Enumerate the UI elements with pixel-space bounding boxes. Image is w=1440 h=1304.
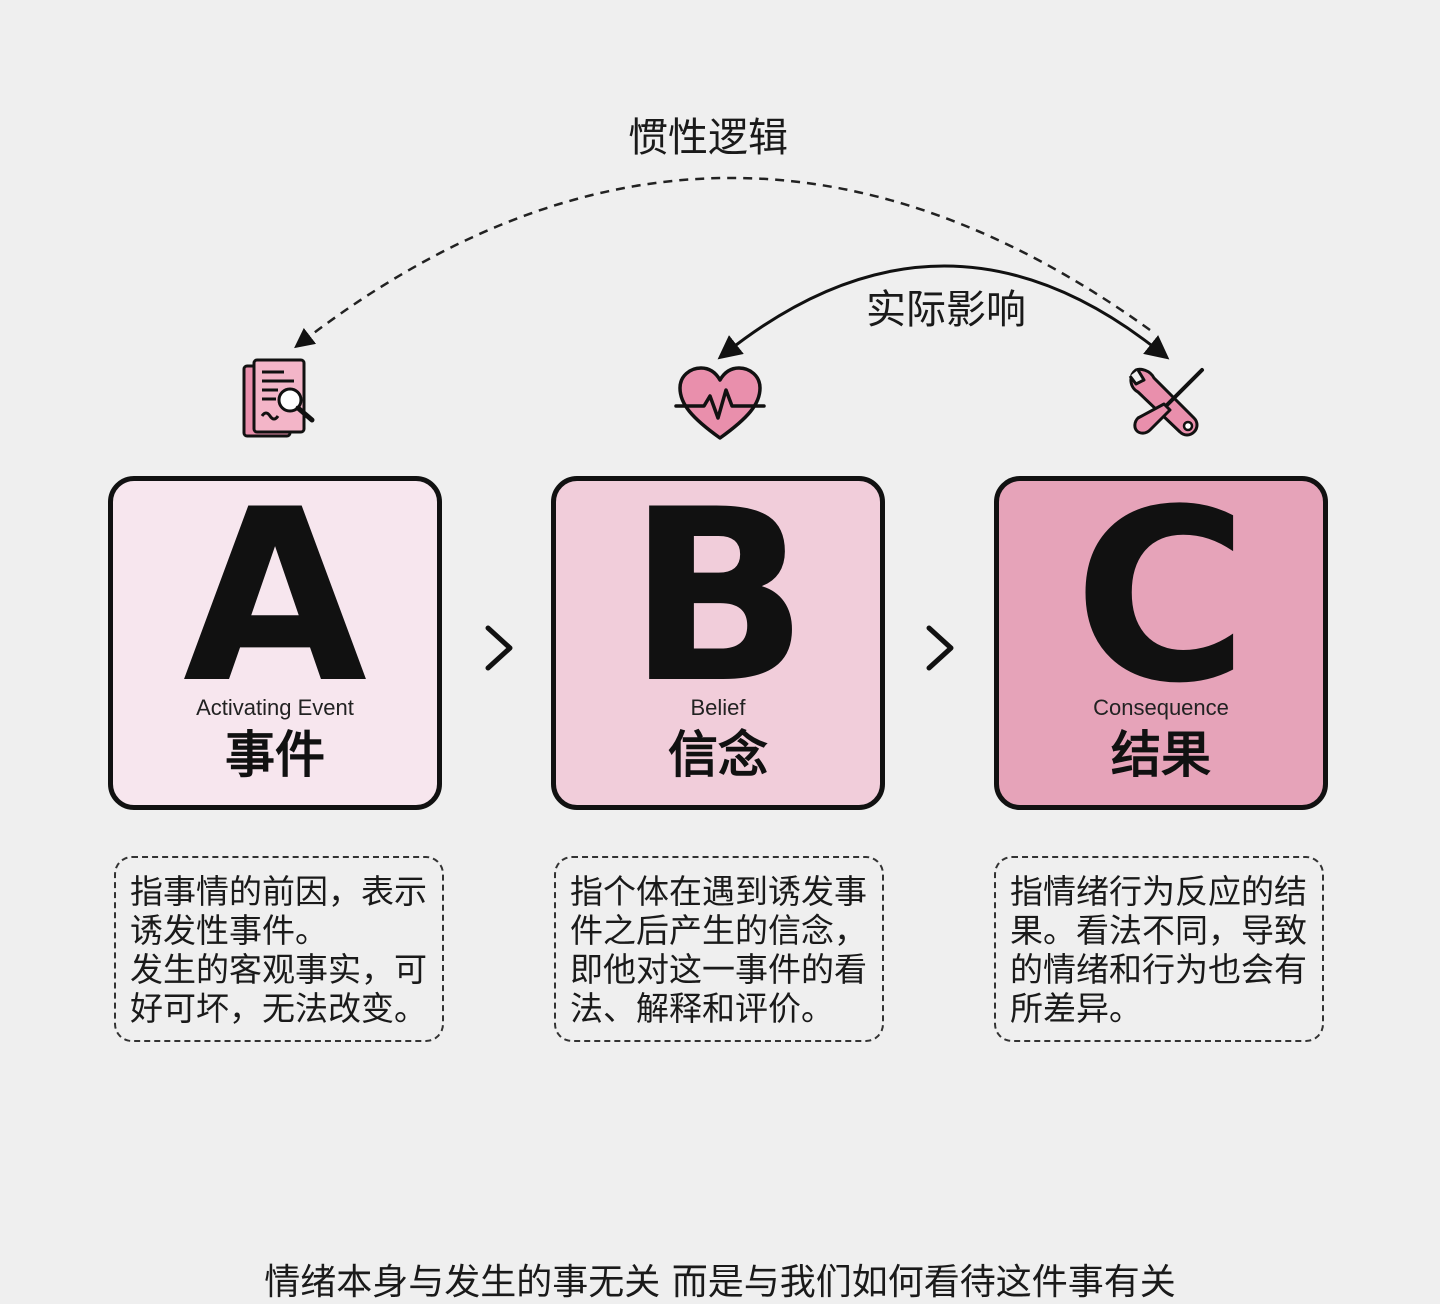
outer-dashed-arc: [294, 176, 1151, 349]
description-box-c: 指情绪行为反应的结 果。看法不同，导致 的情绪和行为也会有 所差异。: [994, 856, 1324, 1042]
inner-arc-label: 实际影响: [860, 286, 1032, 334]
description-line: 即他对这一事件的看: [570, 950, 867, 989]
card-letter: A: [182, 459, 368, 736]
card-letter: C: [1073, 459, 1249, 736]
description-line: 发生的客观事实，可: [130, 950, 427, 989]
description-line: 指事情的前因，表示: [130, 872, 427, 911]
description-line: 指个体在遇到诱发事: [570, 872, 867, 911]
outer-arc-label: 惯性逻辑: [622, 114, 794, 162]
heart-pulse-icon: [674, 366, 766, 440]
description-box-a: 指事情的前因，表示 诱发性事件。 发生的客观事实，可 好可坏，无法改变。: [114, 856, 444, 1042]
card-belief: B Belief 信念: [551, 476, 885, 810]
card-english-label: Belief: [690, 695, 746, 720]
description-line: 诱发性事件。: [130, 911, 328, 950]
inner-solid-arc: [717, 264, 1170, 360]
card-english-label: Consequence: [1093, 695, 1229, 720]
card-chinese-label: 事件: [225, 726, 325, 784]
card-letter: B: [627, 459, 809, 736]
wrench-screwdriver-icon: [1128, 367, 1204, 437]
description-line: 指情绪行为反应的结: [1010, 872, 1307, 911]
description-line: 所差异。: [1010, 989, 1142, 1028]
description-line: 法、解释和评价。: [570, 989, 834, 1028]
document-search-icon: [242, 358, 315, 438]
arc-arrows: [294, 176, 1170, 360]
description-line: 好可坏，无法改变。: [130, 989, 427, 1028]
chevron-right-icon: [926, 625, 954, 671]
description-line: 件之后产生的信念，: [570, 911, 867, 950]
card-english-label: Activating Event: [196, 695, 354, 720]
description-line: 果。看法不同，导致: [1010, 911, 1307, 950]
description-box-b: 指个体在遇到诱发事 件之后产生的信念， 即他对这一事件的看 法、解释和评价。: [554, 856, 884, 1042]
card-chinese-label: 信念: [668, 726, 768, 784]
footer-caption: 情绪本身与发生的事无关 而是与我们如何看待这件事有关: [264, 1262, 1176, 1303]
card-activating-event: A Activating Event 事件: [108, 476, 442, 810]
description-line: 的情绪和行为也会有: [1010, 950, 1307, 989]
card-chinese-label: 结果: [1111, 726, 1211, 784]
chevron-right-icon: [485, 625, 513, 671]
card-consequence: C Consequence 结果: [994, 476, 1328, 810]
